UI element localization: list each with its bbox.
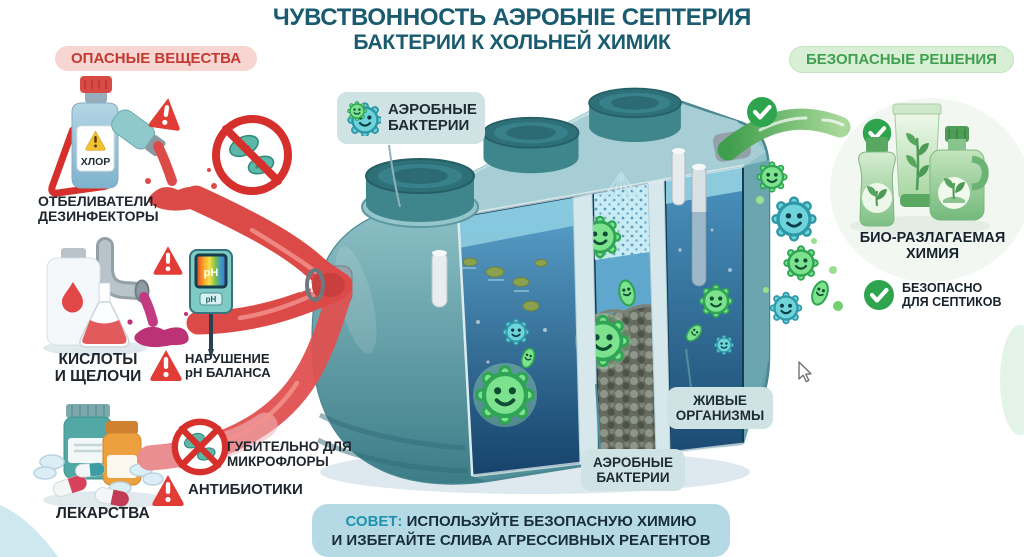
bleach-group: ХЛОР	[48, 76, 225, 211]
callout-bottom-line-1: АЭРОБНЫЕ	[592, 455, 674, 470]
callout-connectors	[388, 144, 692, 450]
advice-line-1: СОВЕТ: ИСПОЛЬЗУЙТЕ БЕЗОПАСНУЮ ХИМИЮ	[345, 512, 696, 531]
no-microbes-icon-bottom	[171, 418, 229, 476]
biodegradable-caption: БИО-РАЗЛАГАЕМАЯ ХИМИЯ	[845, 230, 1020, 262]
capsule-crimson	[94, 487, 130, 507]
acids-group	[46, 237, 197, 348]
acid-bottle	[46, 248, 101, 346]
pill-bottle-orange	[102, 421, 142, 486]
acid-drop-icon	[62, 282, 83, 313]
advice-box: СОВЕТ: ИСПОЛЬЗУЙТЕ БЕЗОПАСНУЮ ХИМИЮ И ИЗ…	[312, 504, 730, 557]
check-icon-septic-safe	[864, 280, 894, 310]
capsule-teal	[75, 462, 105, 478]
acids-caption: КИСЛОТЫ И ЩЕЛОЧИ	[46, 351, 150, 385]
organisms-line-2: ОРГАНИЗМЫ	[675, 408, 765, 423]
septic-safe-caption: БЕЗОПАСНО ДЛЯ СЕПТИКОВ	[902, 281, 1001, 309]
warning-icon-acids	[153, 246, 183, 275]
bacteria-icon	[346, 100, 381, 136]
eco-products	[858, 103, 989, 227]
check-icon-flow	[747, 97, 777, 127]
antibiotics-caption: АНТИБИОТИКИ	[188, 481, 303, 498]
aerobic-bacteria-callout-top: АЭРОБНЫЕ БАКТЕРИИ	[337, 92, 485, 144]
title-line-1: ЧУВСТВОННОСТЬ АЭРОБНІЕ СЕПТЕРИЯ	[272, 4, 752, 31]
ph-warning-line-2: pH БАЛАНСА	[185, 365, 271, 380]
eco-bottle-small	[858, 137, 896, 227]
callout-bottom-line-2: БАКТЕРИИ	[596, 470, 670, 485]
living-organisms-callout: ЖИВЫЕ ОРГАНИЗМЫ	[667, 387, 773, 429]
medicines-group	[33, 404, 164, 507]
tank-chamber-1	[459, 198, 580, 474]
capsule-red	[52, 475, 88, 497]
no-microbes-icon-top	[212, 115, 292, 195]
acids-caption-line-1: КИСЛОТЫ	[58, 351, 138, 368]
vent-pipe	[431, 251, 448, 308]
acids-caption-line-2: И ЩЕЛОЧИ	[54, 367, 142, 385]
medicines-caption: ЛЕКАРСТВА	[56, 505, 150, 522]
bleach-caption-line-1: ОТБЕЛИВАТЕЛИ,	[38, 193, 158, 209]
chlorine-bottle-label: ХЛОР	[81, 156, 111, 168]
green-flow	[717, 108, 851, 161]
mouse-cursor	[798, 361, 812, 383]
harm-line-1: ГУБИТЕЛЬНО ДЛЯ	[227, 439, 352, 454]
aerobic-bacteria-callout-bottom: АЭРОБНЫЕ БАКТЕРИИ	[581, 449, 685, 491]
warning-icon-bleach	[148, 95, 184, 132]
ph-meter: pH pH	[189, 249, 233, 359]
purple-splash	[134, 326, 189, 348]
organisms-line-1: ЖИВЫЕ	[693, 393, 747, 408]
microflora-harm-caption: ГУБИТЕЛЬНО ДЛЯ МИКРОФЛОРЫ	[227, 439, 352, 469]
safe-badge: БЕЗОПАСНЫЕ РЕШЕНИЯ	[789, 46, 1014, 73]
bleach-caption: ОТБЕЛИВАТЕЛИ, ДЕЗИНФЕКТОРЫ	[38, 194, 159, 224]
healthy-bacteria-cluster	[756, 161, 843, 325]
title-line-2: БАКТЕРИИ К ХОЛЬНЕЙ ХИМИК	[353, 31, 671, 54]
callout-top-line-2: БАКТЕРИИ	[388, 117, 470, 134]
page-title: ЧУВСТВОННОСТЬ АЭРОБНІЕ СЕПТЕРИЯ БАКТЕРИИ…	[0, 4, 1024, 54]
bio-line-2: ХИМИЯ	[905, 246, 959, 262]
advice-line-2: И ИЗБЕГАЙТЕ СЛИВА АГРЕССИВНЫХ РЕАГЕНТОВ	[331, 531, 711, 549]
eco-jug	[929, 126, 989, 221]
bleach-caption-line-2: ДЕЗИНФЕКТОРЫ	[38, 208, 159, 224]
ph-warning-caption: НАРУШЕНИЕ pH БАЛАНСА	[185, 352, 271, 380]
outlet-pipes	[671, 148, 708, 288]
ph-screen-label: pH	[204, 267, 219, 279]
advice-prefix: СОВЕТ:	[345, 512, 403, 530]
advice-text-1: ИСПОЛЬЗУЙТЕ БЕЗОПАСНУЮ ХИМИЮ	[406, 512, 697, 530]
flask	[79, 282, 130, 348]
tank-lid-2	[482, 116, 580, 174]
danger-badge: ОПАСНЫЕ ВЕЩЕСТВА	[55, 46, 258, 71]
harm-line-2: МИКРОФЛОРЫ	[227, 453, 329, 469]
ph-warning-line-1: НАРУШЕНИЕ	[185, 351, 270, 366]
tank-lid-1	[365, 158, 475, 222]
pills	[33, 454, 164, 495]
callout-top-line-1: АЭРОБНЫЕ	[388, 100, 477, 118]
septic-safe-line-1: БЕЗОПАСНО	[902, 281, 983, 295]
warning-icon-ph	[150, 350, 182, 381]
tank-lid-3	[588, 87, 682, 142]
ph-badge-label: pH	[206, 295, 217, 304]
chlorine-bottle: ХЛОР	[71, 76, 119, 189]
bio-line-1: БИО-РАЗЛАГАЕМАЯ	[859, 230, 1006, 246]
septic-safe-line-2: ДЛЯ СЕПТИКОВ	[902, 295, 1002, 309]
